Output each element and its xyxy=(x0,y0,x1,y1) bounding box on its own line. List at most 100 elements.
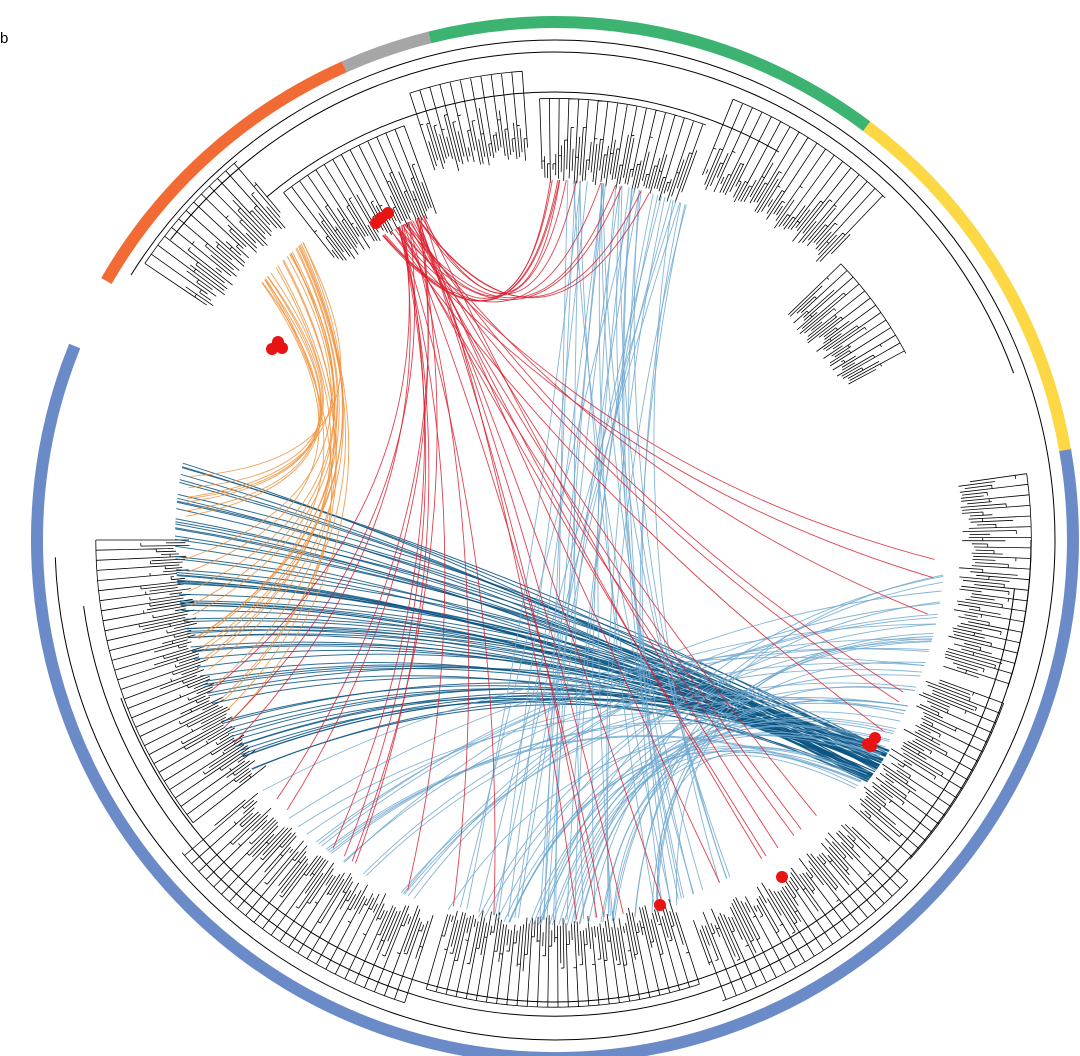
link-curve-133 xyxy=(601,182,704,891)
link-curve-201 xyxy=(423,215,578,920)
clade-branches-0 xyxy=(144,160,286,307)
link-curve-84 xyxy=(563,749,864,926)
link-curve-98 xyxy=(509,745,869,923)
link-curve-127 xyxy=(628,190,682,899)
highlight-marker-9 xyxy=(776,871,788,883)
link-curve-41 xyxy=(235,695,880,767)
clade-ring-grey xyxy=(341,31,432,73)
clade-ring-yellow xyxy=(863,121,1072,452)
link-curve-192 xyxy=(412,220,817,816)
backbone-arc-4 xyxy=(266,91,780,198)
highlight-marker-10 xyxy=(654,899,666,911)
clade-branches-3 xyxy=(539,98,707,203)
link-curve-219 xyxy=(396,186,623,301)
highlight-marker-2 xyxy=(370,217,382,229)
highlight-marker-1 xyxy=(382,207,394,219)
link-curve-50 xyxy=(185,626,878,769)
clade-branches-11 xyxy=(95,539,267,824)
link-curve-220 xyxy=(420,179,561,294)
link-curve-95 xyxy=(600,718,895,923)
link-curve-97 xyxy=(657,751,859,911)
link-curve-117 xyxy=(508,686,915,923)
link-curve-193 xyxy=(276,216,429,800)
clade-color-ring xyxy=(31,16,1079,1056)
link-curve-17 xyxy=(176,500,887,757)
link-curve-114 xyxy=(327,736,861,851)
link-curve-210 xyxy=(397,226,446,891)
highlight-marker-5 xyxy=(276,342,288,354)
link-curve-223 xyxy=(403,184,617,299)
link-curve-218 xyxy=(404,180,567,297)
link-curve-203 xyxy=(402,224,900,703)
link-curve-142 xyxy=(597,185,617,916)
link-curve-128 xyxy=(606,204,687,917)
backbone-arc-1 xyxy=(170,51,1015,374)
link-curve-37 xyxy=(208,675,868,783)
link-curve-214 xyxy=(423,215,779,848)
link-curve-181 xyxy=(197,278,325,637)
link-curve-57 xyxy=(175,528,874,775)
link-curve-184 xyxy=(190,253,335,606)
clade-branches-2 xyxy=(409,70,528,172)
link-curve-179 xyxy=(186,281,320,512)
link-curve-163 xyxy=(220,246,346,700)
link-curve-121 xyxy=(611,755,856,921)
link-curve-224 xyxy=(417,180,577,295)
link-curve-99 xyxy=(343,662,925,862)
highlight-markers xyxy=(266,207,881,911)
link-curve-198 xyxy=(224,221,416,728)
link-curve-212 xyxy=(343,226,427,857)
link-curve-183 xyxy=(188,276,323,489)
link-curve-134 xyxy=(598,182,656,907)
clade-ring-green xyxy=(428,16,871,132)
link-curve-164 xyxy=(186,272,324,503)
link-curve-136 xyxy=(579,180,672,903)
link-curve-118 xyxy=(634,574,944,917)
link-curve-221 xyxy=(382,179,559,302)
clade-ring-orange xyxy=(101,61,347,285)
link-curve-122 xyxy=(407,617,938,897)
link-curve-96 xyxy=(331,719,884,854)
link-curve-131 xyxy=(622,188,679,900)
link-curve-86 xyxy=(587,581,943,924)
link-curve-112 xyxy=(538,575,944,925)
link-curve-159 xyxy=(493,202,681,916)
link-curve-173 xyxy=(214,260,337,686)
link-curve-211 xyxy=(390,230,884,732)
link-curves xyxy=(174,179,944,926)
link-curve-175 xyxy=(221,265,337,703)
highlight-marker-4 xyxy=(266,343,278,355)
link-curve-151 xyxy=(542,185,621,920)
link-curve-189 xyxy=(407,222,470,907)
link-curve-166 xyxy=(186,282,320,573)
link-curve-204 xyxy=(286,217,429,810)
link-curve-70 xyxy=(402,602,940,895)
link-curve-200 xyxy=(417,217,598,918)
link-curve-206 xyxy=(397,226,935,560)
clade-branches-4 xyxy=(702,98,886,262)
link-curve-144 xyxy=(573,180,695,894)
link-curve-154 xyxy=(653,199,720,883)
link-curve-155 xyxy=(459,188,636,909)
link-curve-132 xyxy=(606,197,666,916)
link-curve-165 xyxy=(226,279,333,711)
tree-branches xyxy=(95,70,1032,1008)
clade-branches-9 xyxy=(425,898,700,1008)
link-curve-119 xyxy=(321,638,933,847)
link-curve-194 xyxy=(402,224,605,917)
link-curve-180 xyxy=(205,267,332,662)
link-curve-172 xyxy=(204,259,335,659)
link-curve-171 xyxy=(185,276,322,517)
clade-branches-6 xyxy=(943,473,1032,688)
clade-branches-10 xyxy=(181,792,434,1004)
link-curve-100 xyxy=(400,697,908,894)
link-curve-124 xyxy=(344,590,942,863)
link-curve-222 xyxy=(417,192,650,299)
link-curve-109 xyxy=(288,648,929,819)
link-curve-141 xyxy=(546,190,641,920)
link-curve-202 xyxy=(390,230,934,579)
clade-branches-5 xyxy=(788,263,907,385)
link-curve-188 xyxy=(398,226,767,857)
link-curve-177 xyxy=(187,253,334,498)
